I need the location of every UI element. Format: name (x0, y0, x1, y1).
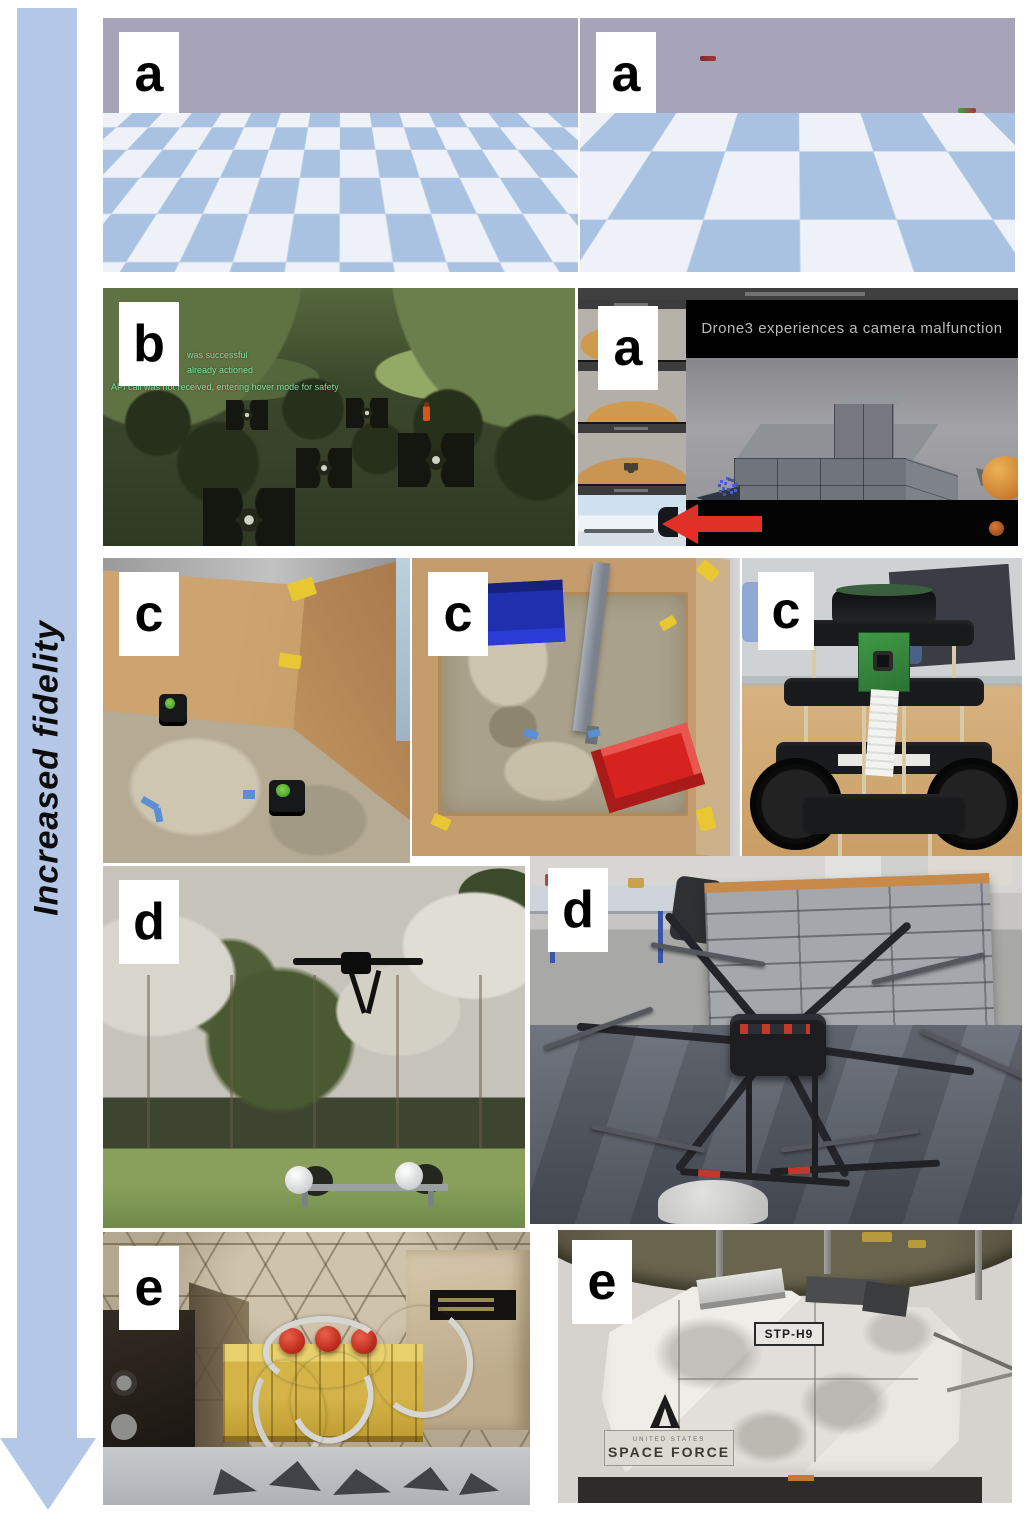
support-rod (804, 706, 808, 750)
gold-foil-glint (908, 1240, 926, 1248)
fidelity-arrow-head (0, 1438, 96, 1510)
panel-label: b (119, 302, 179, 386)
ground-robot (159, 694, 187, 726)
panel-label: c (758, 572, 814, 650)
plastic-bag (657, 1180, 768, 1224)
panel-label: a (596, 32, 656, 116)
rock-pile (690, 118, 925, 248)
panel-label: c (428, 572, 488, 656)
block-tower-front (834, 404, 894, 458)
quadcopter-sprite (226, 400, 268, 430)
tracking-sphere (395, 1162, 423, 1190)
camera-board (858, 632, 910, 692)
yellow-clamp (278, 652, 302, 670)
blanket-seam (678, 1378, 918, 1380)
camera-thumbnail[interactable] (578, 424, 686, 484)
hud-status-line: was successful (187, 350, 248, 360)
panel-payload: STP-H9 UNITED STATES SPACE FORCE e (558, 1230, 1012, 1503)
support-rod (824, 1230, 831, 1274)
sim-drone (700, 56, 716, 61)
hexacopter-body (730, 1014, 826, 1076)
hud-status-line: API call was not received, entering hove… (111, 382, 339, 392)
debris-particles (720, 480, 723, 483)
sim-floor (103, 113, 578, 272)
panel-label: d (119, 880, 179, 964)
panel-flight-hardware: e (103, 1232, 530, 1505)
top-equipment (862, 1281, 910, 1317)
panel-label: e (572, 1240, 632, 1324)
support-rod (928, 834, 932, 864)
space-force-logo: UNITED STATES SPACE FORCE (604, 1430, 734, 1466)
sim-drone (672, 186, 688, 191)
hud-status-line: already actioned (187, 365, 254, 375)
orange-ball (982, 456, 1018, 500)
tracking-sphere (285, 1166, 313, 1194)
quadcopter-sprite (296, 448, 352, 488)
tan-avionics-box (406, 1250, 530, 1430)
window-titlebar (578, 288, 1018, 300)
sim-drone (375, 174, 422, 183)
support-rod (812, 646, 816, 686)
panel-label: a (119, 32, 179, 116)
drone-trace-line (398, 186, 400, 272)
space-force-delta-icon (650, 1394, 680, 1428)
quadcopter-sprite (203, 488, 295, 546)
camera-thumbnail-malfunction[interactable] (578, 486, 686, 546)
support-rod (960, 706, 964, 750)
support-rod (862, 706, 866, 826)
support-rod (838, 834, 842, 864)
support-rod (716, 1230, 723, 1282)
sim-sky (103, 18, 578, 113)
panel-field-flight: d (103, 866, 525, 1228)
gold-foil-glint (862, 1232, 892, 1242)
panel-sim-basic: a (103, 18, 578, 272)
hardware-label (430, 1290, 516, 1320)
sim-drone (958, 108, 976, 113)
panel-sim-obstacle: a (580, 18, 1015, 272)
braided-cable (263, 1316, 385, 1388)
aluminum-base-plate (103, 1447, 530, 1505)
bench-clutter (628, 878, 645, 889)
fidelity-arrow-shaft (17, 8, 77, 1440)
landing-leg (812, 1070, 818, 1178)
logo-text-top: UNITED STATES (632, 1436, 706, 1443)
support-rod (952, 646, 956, 686)
panel-sim-forest: was successful already actioned API call… (103, 288, 575, 546)
robot-base (802, 794, 966, 834)
payload-marking: STP-H9 (754, 1322, 824, 1346)
panel-arena-overhead: c (412, 558, 740, 856)
panel-turtlebot: c (742, 558, 1022, 872)
background-sliver (396, 558, 410, 741)
quadcopter-sprite (398, 433, 474, 487)
fidelity-arrow-label: Increased fidelity (27, 620, 66, 916)
quadcopter-sprite (346, 398, 388, 428)
panel-label: e (119, 1246, 179, 1330)
sim-ground (686, 358, 1018, 546)
main-camera-view: Drone3 experiences a camera malfunction (686, 300, 1018, 546)
orange-marker (788, 1475, 814, 1481)
panel-operator-ui: Drone3 experiences a camera malfunction … (578, 288, 1018, 546)
logo-text-main: SPACE FORCE (607, 1443, 731, 1460)
support-rod (902, 706, 906, 826)
panel-label: d (548, 868, 608, 952)
panel-label: c (119, 572, 179, 656)
tree-trunks (103, 974, 525, 1149)
blue-tape-mark (243, 790, 255, 799)
blanket-seam (678, 1300, 680, 1460)
ground-robot (269, 780, 305, 816)
ribbon-cable (865, 689, 899, 777)
cart-base (578, 1477, 982, 1503)
support-rod (975, 1230, 982, 1300)
bench (288, 1184, 448, 1207)
blanket-seam (814, 1292, 816, 1462)
flying-drone-body (341, 952, 371, 974)
panel-label: a (598, 306, 658, 390)
panel-arena-robots: c (103, 558, 410, 863)
table-leg (657, 911, 663, 964)
malfunction-caption: Drone3 experiences a camera malfunction (701, 320, 1003, 337)
status-dot (989, 521, 1004, 536)
panel-hexacopter-lab: d (530, 856, 1022, 1224)
landing-leg (746, 1070, 752, 1178)
person-sprite (423, 402, 430, 421)
